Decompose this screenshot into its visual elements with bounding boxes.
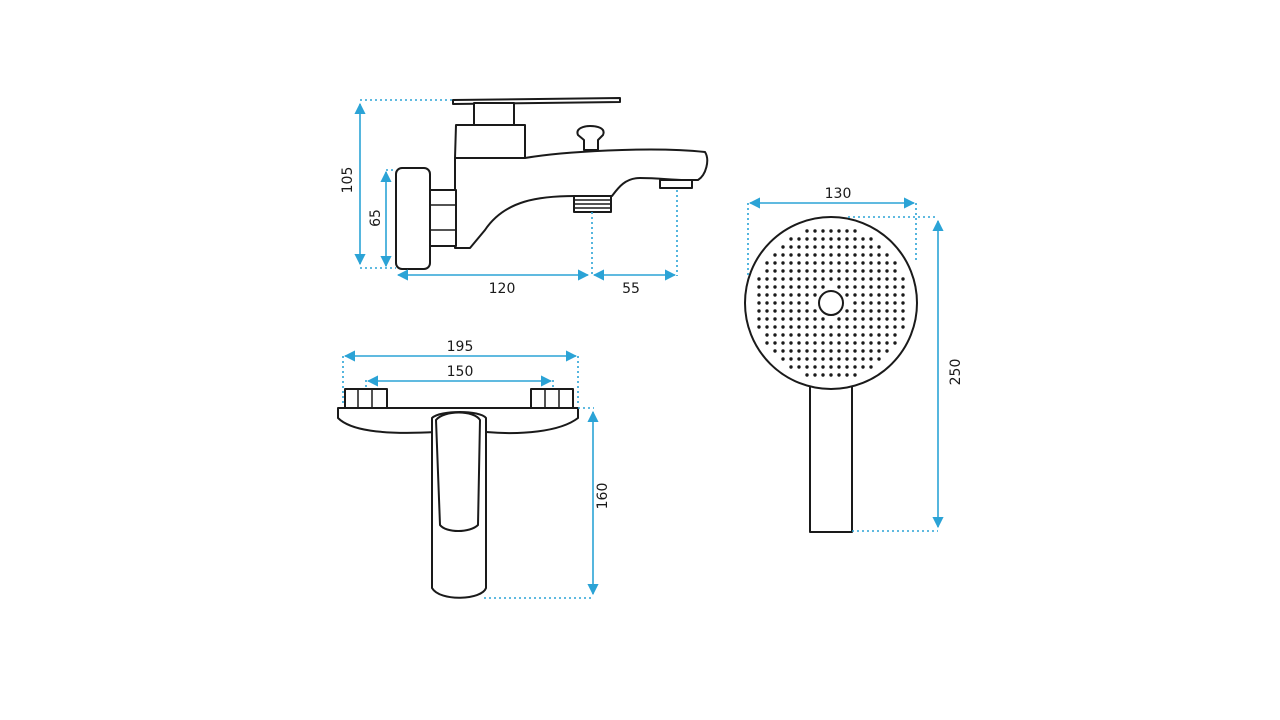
dim-spout-reach: 120 <box>489 281 516 297</box>
dim-wall-plate-height: 65 <box>368 209 384 227</box>
dim-projection: 160 <box>595 483 611 510</box>
connector-nut <box>429 189 457 247</box>
dim-outlet-offset: 55 <box>622 281 640 297</box>
top-lever <box>435 411 481 532</box>
left-connection-nut <box>344 388 388 409</box>
diverter-knob <box>576 125 605 151</box>
shower-handle <box>809 369 853 533</box>
center-button <box>818 290 844 316</box>
aerator <box>659 179 693 189</box>
mixer-body <box>454 124 526 159</box>
hand-shower-view: 130 250 <box>744 186 964 533</box>
top-view: 195 150 160 <box>337 339 611 599</box>
spray-nozzles <box>757 229 905 377</box>
lever-stem <box>473 102 515 126</box>
dim-overall-width: 195 <box>447 339 474 355</box>
side-view: 105 65 120 55 <box>340 97 709 297</box>
dim-head-diameter: 130 <box>825 186 852 202</box>
dim-total-length: 250 <box>948 359 964 386</box>
wall-flange <box>395 167 431 270</box>
dim-connection-spacing: 150 <box>447 364 474 380</box>
dim-total-height: 105 <box>340 167 356 194</box>
right-connection-nut <box>530 388 574 409</box>
